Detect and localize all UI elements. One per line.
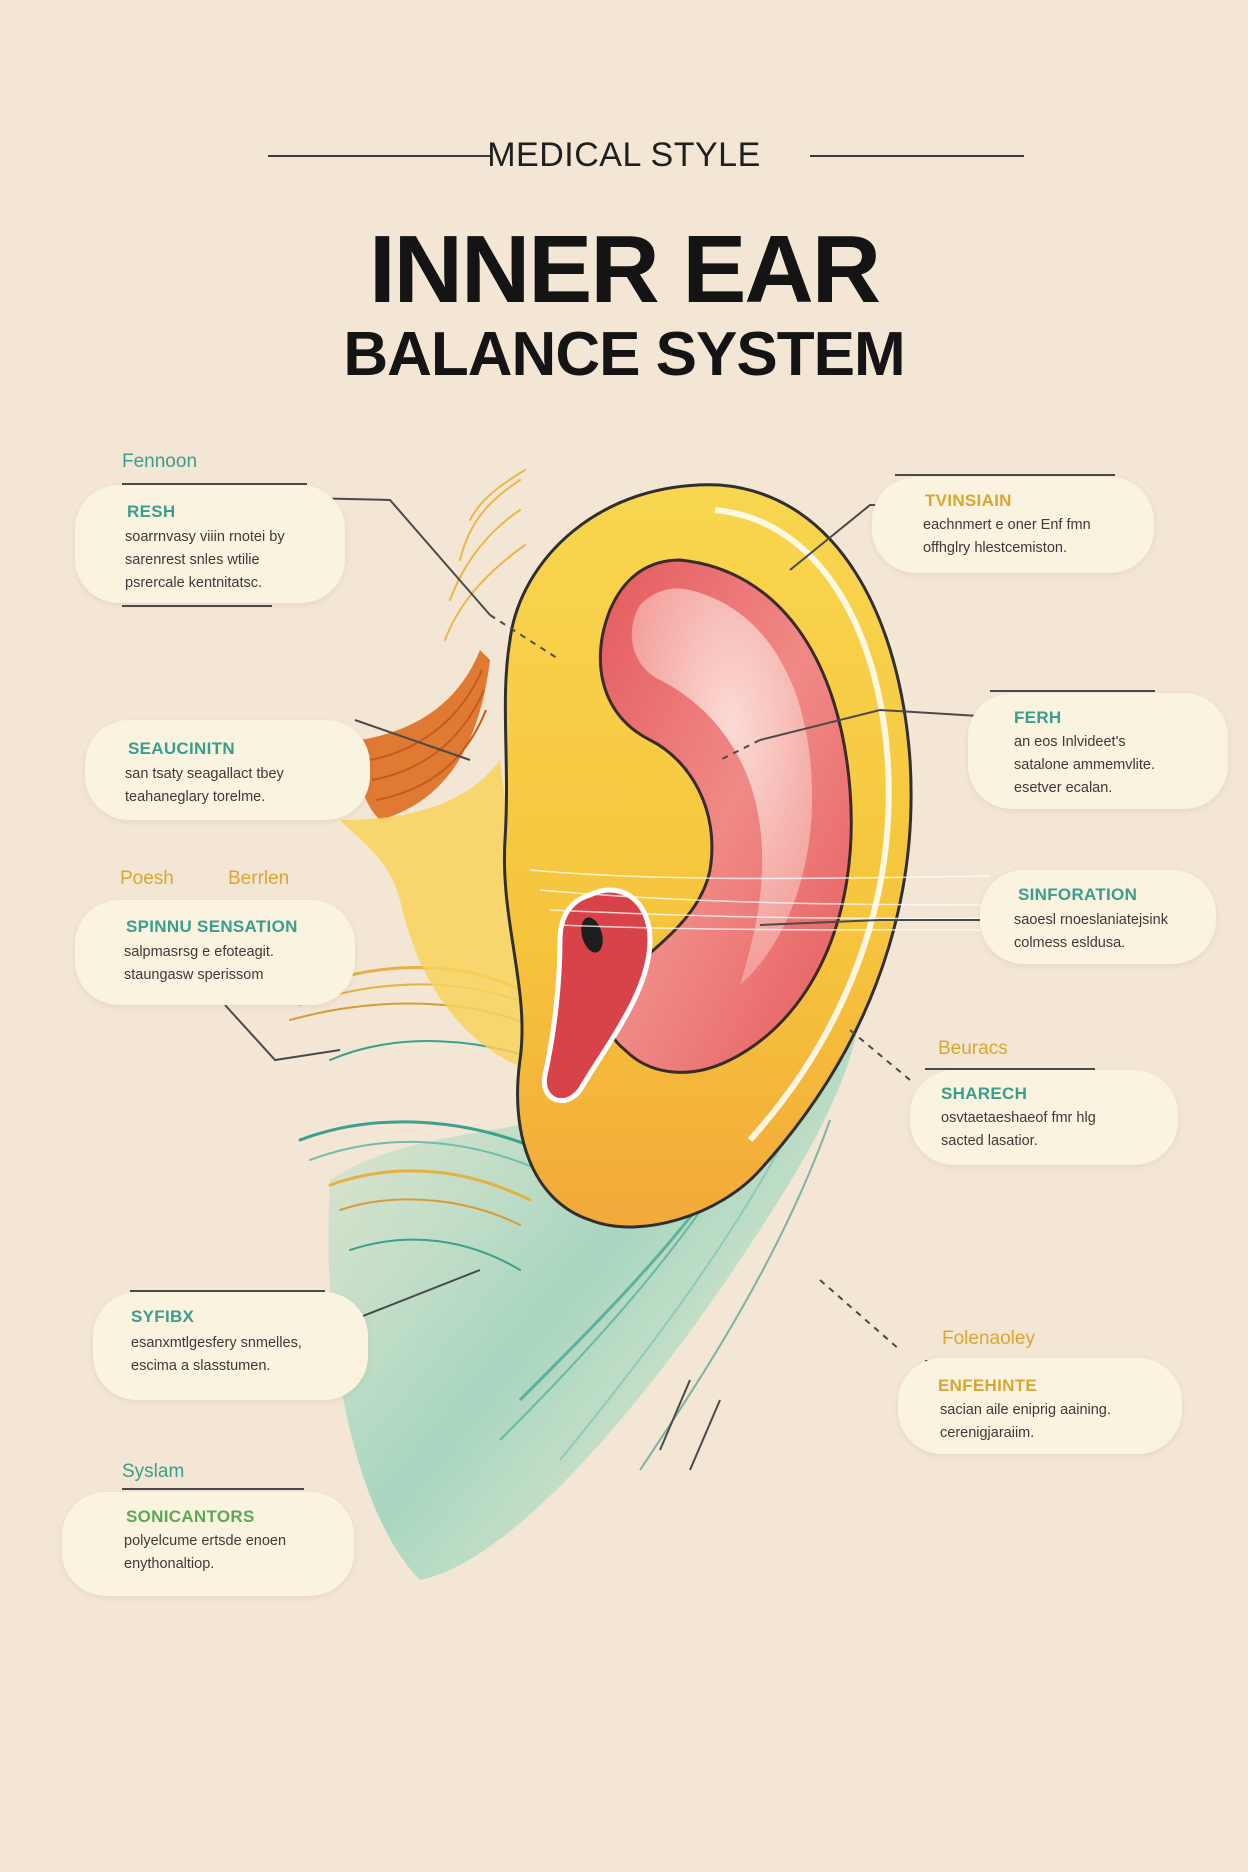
header-rule-right (810, 155, 1024, 157)
label-fennoon: Fennoon (122, 451, 198, 472)
callout-ferh-body: an eos Inlvideet's satalone ammemvlite. … (1014, 734, 1156, 796)
callout-resh: RESH soarrnvasy viiin rnotei by sarenres… (75, 485, 345, 603)
rule-fennoon (122, 483, 307, 485)
header-rule-left (268, 155, 490, 157)
rule-syfibx (130, 1290, 325, 1292)
callout-syfibx-heading: SYFIBX (131, 1307, 195, 1326)
callout-spinnu-body: salpmasrsg e efoteagit. staungasw speris… (124, 944, 274, 983)
callout-enfehinte-heading: ENFEHINTE (938, 1376, 1038, 1395)
rule-tvinsiain (895, 474, 1115, 476)
callout-sinforation: SINFORATION saoesl rnoeslaniatejsink col… (980, 870, 1216, 964)
callout-syfibx: SYFIBX esanxmtlgesfery snmelles, escima … (93, 1292, 368, 1400)
callout-tvinsiain-heading: TVINSIAIN (925, 491, 1012, 510)
callout-ferh-heading: FERH (1014, 708, 1062, 727)
rule-sharech (925, 1068, 1095, 1070)
callout-sinforation-heading: SINFORATION (1018, 885, 1138, 904)
sensory-fibers (529, 869, 991, 931)
callout-sinforation-body: saoesl rnoeslaniatejsink colmess esldusa… (1014, 912, 1168, 951)
label-folenaoley: Folenaoley (942, 1328, 1035, 1349)
callout-tvinsiain: TVINSIAIN eachnmert e oner Enf fmn offhg… (872, 477, 1154, 573)
callout-spinnu-sensation: SPINNU SENSATION salpmasrsg e efoteagit.… (75, 900, 355, 1005)
label-beuracs: Beuracs (938, 1038, 1008, 1059)
callout-sonicantors-body: polyelcume ertsde enoen enythonaltiop. (124, 1533, 287, 1572)
label-poesh: Poesh (120, 868, 174, 889)
callout-sonicantors: SONICANTORS polyelcume ertsde enoen enyt… (62, 1492, 354, 1596)
rule-resh-bottom (122, 605, 272, 607)
page-subtitle: BALANCE SYSTEM (343, 320, 905, 389)
rule-ferh (990, 690, 1155, 692)
callout-enfehinte: ENFEHINTE sacian aile eniprig aaining. c… (898, 1358, 1182, 1454)
callout-sharech-heading: SHARECH (941, 1084, 1028, 1103)
callout-syfibx-body: esanxmtlgesfery snmelles, escima a slass… (131, 1335, 302, 1374)
callout-ferh: FERH an eos Inlvideet's satalone ammemvl… (968, 693, 1228, 809)
callout-resh-body: soarrnvasy viiin rnotei by sarenrest snl… (125, 529, 285, 591)
callout-seaucinitn-heading: SEAUCINITN (128, 739, 235, 758)
callout-sharech-body: osvtaetaeshaeof fmr hlg sacted lasatior. (941, 1110, 1096, 1149)
page-kicker: MEDICAL STYLE (487, 136, 761, 174)
callout-sharech: SHARECH osvtaetaeshaeof fmr hlg sacted l… (910, 1070, 1178, 1165)
callout-seaucinitn: SEAUCINITN san tsaty seagallact tbey tea… (85, 720, 370, 820)
callout-resh-heading: RESH (127, 502, 176, 521)
callout-tvinsiain-body: eachnmert e oner Enf fmn offhglry hlestc… (923, 517, 1091, 556)
ear-canal-opening (541, 887, 653, 1104)
callout-spinnu-heading: SPINNU SENSATION (126, 917, 298, 936)
callout-enfehinte-body: sacian aile eniprig aaining. cerenigjara… (940, 1402, 1111, 1441)
callout-seaucinitn-body: san tsaty seagallact tbey teahaneglary t… (125, 766, 284, 805)
label-berrlen: Berrlen (228, 868, 290, 889)
page-title: INNER EAR (368, 216, 881, 323)
inner-ear-highlight (631, 588, 813, 985)
rule-syslam (122, 1488, 304, 1490)
callout-sonicantors-heading: SONICANTORS (126, 1507, 255, 1526)
label-syslam: Syslam (122, 1461, 185, 1482)
ear-rim (714, 507, 892, 1143)
